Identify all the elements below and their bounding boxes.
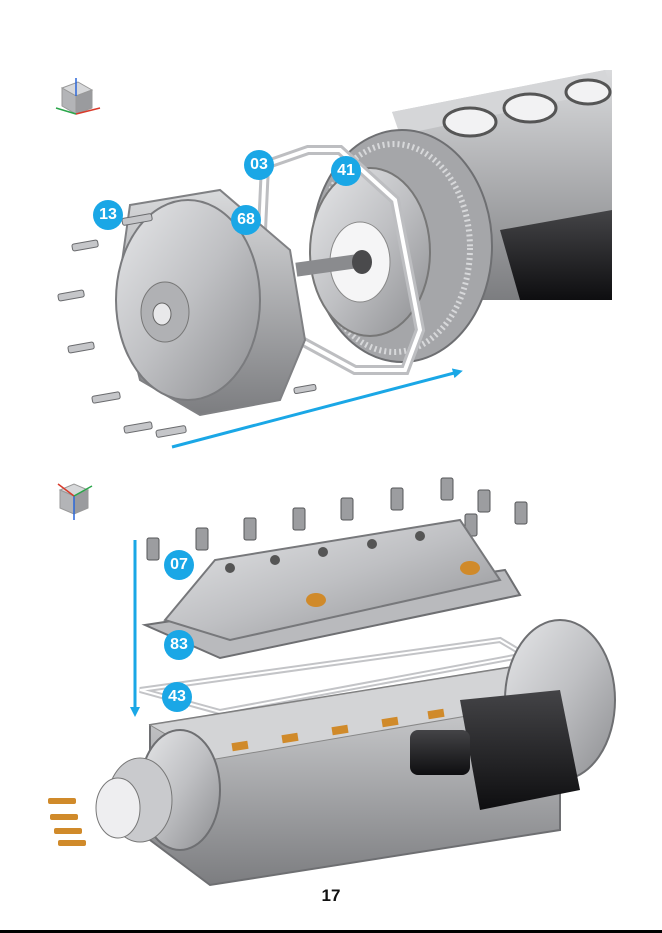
callout-83: 83 [164, 630, 194, 660]
axis-triad-icon [58, 484, 92, 520]
callout-68: 68 [231, 205, 261, 235]
callout-03: 03 [244, 150, 274, 180]
callout-41: 41 [331, 156, 361, 186]
callout-43: 43 [162, 682, 192, 712]
flywheel-housing [295, 130, 492, 362]
callout-07: 07 [164, 550, 194, 580]
brass-fittings [48, 798, 86, 846]
callout-13: 13 [93, 200, 123, 230]
page-number: 17 [0, 886, 662, 906]
end-cover [116, 190, 305, 415]
axis-triad-icon [56, 78, 100, 114]
